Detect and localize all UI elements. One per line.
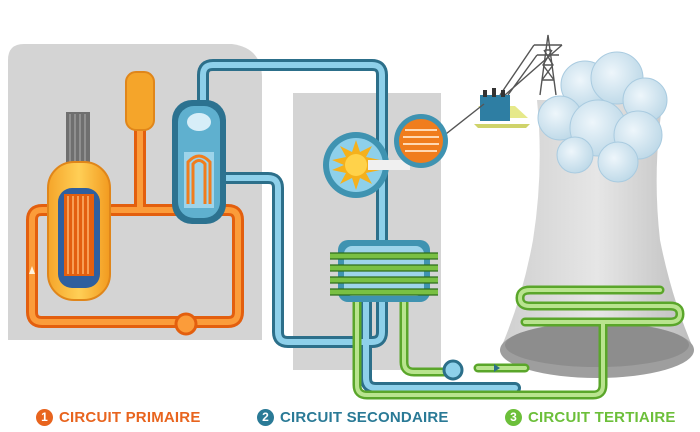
primary-pump xyxy=(174,312,198,336)
legend-label: CIRCUIT PRIMAIRE xyxy=(59,408,201,426)
legend-secondary-circuit: 2 CIRCUIT SECONDAIRE xyxy=(257,405,449,429)
legend-label: CIRCUIT TERTIAIRE xyxy=(528,408,676,426)
pressurizer xyxy=(125,71,155,131)
steam-cloud xyxy=(537,51,668,183)
legend-tertiary-circuit: 3 CIRCUIT TERTIAIRE xyxy=(505,405,676,429)
steam-generator xyxy=(172,100,226,224)
power-pylon xyxy=(499,34,563,96)
condenser xyxy=(330,240,438,302)
legend-number-badge: 1 xyxy=(36,408,53,426)
legend-primary-circuit: 1 CIRCUIT PRIMAIRE xyxy=(36,405,201,429)
generator xyxy=(368,114,448,170)
tertiary-pump xyxy=(442,359,464,381)
primary-circuit-pipes xyxy=(26,124,244,328)
transformer xyxy=(474,88,530,128)
flow-arrow xyxy=(29,266,35,274)
tertiary-circuit-pipes xyxy=(352,285,685,400)
turbine xyxy=(323,132,389,198)
flow-arrow xyxy=(494,364,500,372)
secondary-circuit-pipes xyxy=(197,59,521,394)
legend-number-badge: 2 xyxy=(257,408,274,426)
legend-number-badge: 3 xyxy=(505,408,522,426)
legend-label: CIRCUIT SECONDAIRE xyxy=(280,408,449,426)
reactor-vessel xyxy=(47,112,111,301)
